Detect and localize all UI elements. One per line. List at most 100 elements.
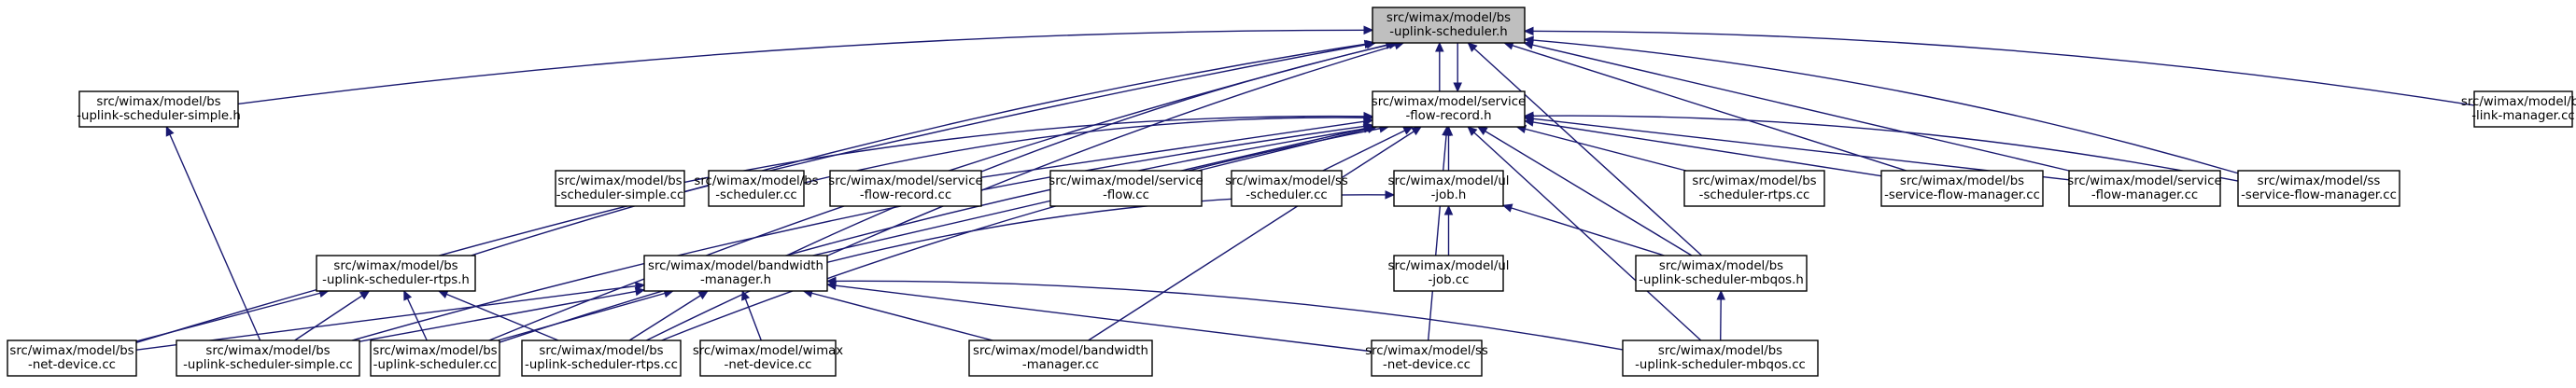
node-rtps_h[interactable]: src/wimax/model/bs-uplink-scheduler-rtps… (316, 255, 476, 292)
arrowhead (165, 125, 175, 137)
node-bsnet[interactable]: src/wimax/model/bs-net-device.cc (7, 340, 137, 377)
edge-line (1427, 126, 1448, 341)
node-bw_h[interactable]: src/wimax/model/bandwidth-manager.h (643, 255, 828, 292)
edge-line (1467, 126, 1702, 341)
edge-linkmgr-to-root (1523, 26, 2475, 106)
node-box (176, 340, 360, 377)
node-label-line: src/wimax/model/bs (96, 95, 220, 109)
edge-sfr_cc-to-sfr (980, 117, 1374, 178)
node-simpleh[interactable]: src/wimax/model/bs-uplink-scheduler-simp… (77, 90, 241, 128)
node-rtps_cc[interactable]: src/wimax/model/bs-uplink-scheduler-rtps… (521, 340, 682, 377)
arrowhead (1467, 42, 1478, 52)
arrowhead (697, 290, 709, 300)
arrowhead (1443, 204, 1454, 215)
edge-line (1524, 42, 2070, 172)
edge-line (803, 290, 993, 341)
edge-sfr-to-root (1435, 41, 1444, 91)
node-label-line: -flow.cc (1103, 188, 1149, 202)
node-linkmgr[interactable]: src/wimax/model/bs-link-manager.cc (2461, 90, 2576, 128)
edge-simple_cc-to-sfr (351, 121, 1374, 341)
edge-line (980, 119, 1373, 178)
edge-line (1198, 126, 1377, 172)
node-box (370, 340, 500, 377)
edge-line (1503, 42, 1907, 172)
node-box (1049, 170, 1203, 207)
node-label-line: src/wimax/model/service (828, 174, 982, 188)
edge-sfm-to-root (1523, 40, 2070, 172)
arrowhead (1363, 25, 1374, 35)
node-uljob_cc[interactable]: src/wimax/model/ul-job.cc (1388, 255, 1510, 292)
node-box (1393, 255, 1504, 292)
node-label-line: -flow-record.h (1405, 109, 1491, 123)
node-label-line: src/wimax/model/bandwidth (973, 344, 1148, 358)
edge-simple_cc-to-simpleh (165, 125, 261, 341)
edge-line (803, 117, 1373, 184)
node-label-line: src/wimax/model/bs (373, 344, 497, 358)
edge-line (1322, 126, 1414, 172)
node-bw_cc[interactable]: src/wimax/model/bandwidth-manager.cc (968, 340, 1153, 377)
node-label-line: src/wimax/model/bs (1692, 174, 1816, 188)
node-simple_cc[interactable]: src/wimax/model/bs-uplink-scheduler-simp… (176, 340, 360, 377)
node-bs_sfm[interactable]: src/wimax/model/bs-service-flow-manager.… (1880, 170, 2044, 207)
arrowhead (1501, 203, 1513, 213)
edge-line (135, 290, 329, 342)
node-label-line: -uplink-scheduler-rtps.h (322, 273, 470, 287)
edge-line (1467, 42, 1703, 256)
node-upsched_cc[interactable]: src/wimax/model/bs-uplink-scheduler.cc (370, 340, 500, 377)
edge-bs_sfm-to-sfr (1523, 118, 1882, 177)
node-uljob_h[interactable]: src/wimax/model/ul-job.h (1388, 170, 1510, 207)
node-box (521, 340, 682, 377)
node-label-line: -net-device.cc (28, 358, 116, 372)
node-sfm[interactable]: src/wimax/model/service-flow-manager.cc (2067, 170, 2222, 207)
node-bssched_simple[interactable]: src/wimax/model/bs-scheduler-simple.cc (555, 170, 685, 207)
node-ssched[interactable]: src/wimax/model/ss-scheduler.cc (1225, 170, 1348, 207)
node-label-line: src/wimax/model/ul (1388, 174, 1510, 188)
edge-upsched_cc-to-rtps_h (403, 289, 428, 341)
edge-upsched_cc-to-bw_h (498, 288, 674, 341)
node-label-line: src/wimax/model/bs (205, 344, 330, 358)
node-label-line: -uplink-scheduler-mbqos.cc (1635, 358, 1806, 372)
arrowhead (359, 290, 371, 300)
edge-line (661, 126, 1389, 341)
edge-line (351, 124, 1373, 341)
node-label-line: src/wimax/model/bs (1659, 259, 1783, 273)
node-sf_cc[interactable]: src/wimax/model/service-flow.cc (1049, 170, 1204, 207)
arrowhead (1453, 82, 1462, 93)
nodes-layer: src/wimax/model/bs-uplink-scheduler.hsrc… (7, 7, 2576, 377)
node-ssnet[interactable]: src/wimax/model/ss-net-device.cc (1365, 340, 1488, 377)
node-box (2473, 90, 2573, 128)
node-mbqos_h[interactable]: src/wimax/model/bs-uplink-scheduler-mbqo… (1635, 255, 1808, 292)
node-box (7, 340, 137, 377)
node-label-line: -uplink-scheduler.h (1389, 25, 1507, 39)
node-box (643, 255, 828, 292)
node-label-line: src/wimax/model/service (1049, 174, 1203, 188)
node-label-line: -flow-manager.cc (2091, 188, 2198, 202)
arrowhead (1442, 125, 1451, 136)
node-label-line: src/wimax/model/ul (1388, 259, 1510, 273)
node-label-line: src/wimax/model/bs (1387, 11, 1511, 25)
edge-bw_cc-to-bw_h (802, 288, 993, 341)
node-box (968, 340, 1153, 377)
node-rtps_cc_top[interactable]: src/wimax/model/bs-scheduler-rtps.cc (1683, 170, 1825, 207)
node-mbqos_cc[interactable]: src/wimax/model/bs-uplink-scheduler-mbqo… (1622, 340, 1819, 377)
edge-line (1502, 204, 1665, 256)
node-label-line: -link-manager.cc (2471, 109, 2575, 123)
arrowhead (741, 289, 751, 301)
arrowhead (1385, 190, 1396, 200)
node-box (2068, 170, 2221, 207)
node-bssched[interactable]: src/wimax/model/bs-scheduler.cc (694, 170, 819, 207)
node-box (1372, 90, 1526, 128)
node-ss_sfm[interactable]: src/wimax/model/ss-service-flow-manager.… (2237, 170, 2400, 207)
edge-mbqos_cc-to-sfr (1467, 126, 1702, 341)
edge-wimaxnet-to-bw_h (741, 289, 762, 341)
edge-line (237, 29, 1373, 105)
node-label-line: -manager.cc (1022, 358, 1099, 372)
edges-layer (135, 25, 2475, 353)
node-sfr_cc[interactable]: src/wimax/model/service-flow-record.cc (828, 170, 983, 207)
node-root[interactable]: src/wimax/model/bs-uplink-scheduler.h (1372, 7, 1526, 44)
node-sfr[interactable]: src/wimax/model/service-flow-record.h (1372, 90, 1526, 128)
edge-line (1516, 126, 1686, 172)
node-label-line: -job.h (1431, 188, 1467, 202)
node-wimaxnet[interactable]: src/wimax/model/wimax-net-device.cc (693, 340, 843, 377)
edge-line (471, 42, 1374, 256)
